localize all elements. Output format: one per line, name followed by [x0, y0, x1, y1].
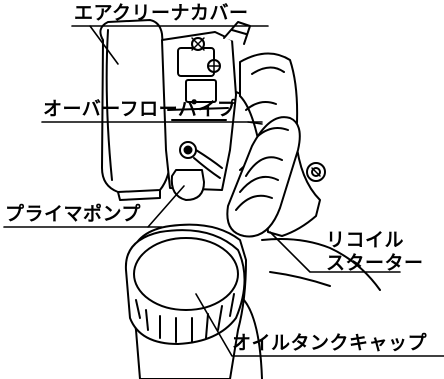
- oil-tank-shape: [124, 223, 381, 379]
- recoil-starter-label-line2: スターター: [326, 252, 424, 274]
- recoil-starter-label-line1: リコイル: [326, 229, 405, 251]
- recoil-starter-shape: [226, 52, 326, 238]
- recoil-starter-label: リコイル スターター: [326, 229, 424, 275]
- overflow-pipe-label: オーバーフローパイプ: [43, 98, 237, 120]
- primer-pump-label: プライマポンプ: [5, 203, 141, 225]
- air-cleaner-cover-label: エアクリーナカバー: [74, 2, 249, 24]
- oil-tank-cap-label: オイルタンクキャップ: [232, 332, 428, 354]
- leader-lines: [3, 25, 444, 357]
- primer-pump-shape: [170, 141, 223, 201]
